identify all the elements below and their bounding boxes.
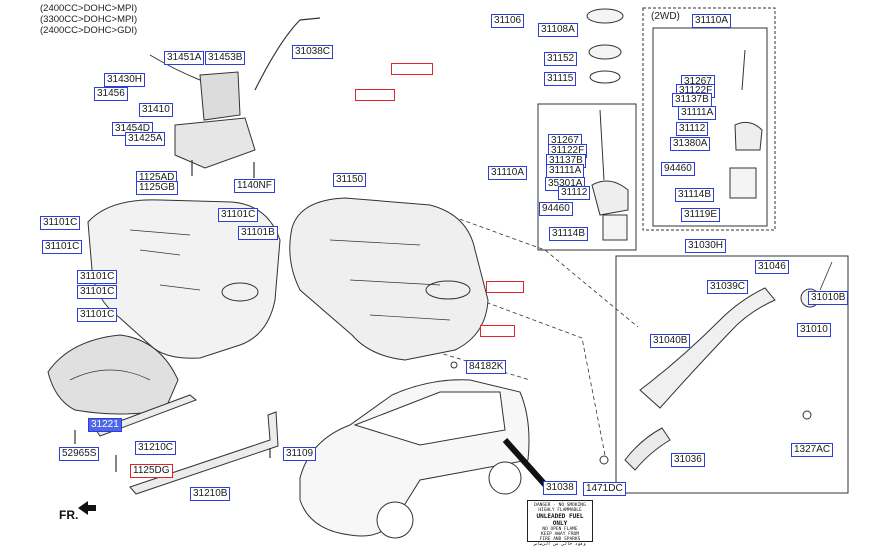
part-label-1471DC[interactable]: 1471DC <box>583 482 626 496</box>
warning-line: FIRE AND SPARKS <box>539 537 581 542</box>
fuel-warning-label: DANGER - NO SMOKING HIGHLY FLAMMABLE UNL… <box>527 500 593 547</box>
part-label-31456[interactable]: 31456 <box>94 87 128 101</box>
canister-shape <box>174 117 256 169</box>
part-label-31152[interactable]: 31152 <box>544 52 578 66</box>
part-label-31101C[interactable]: 31101C <box>77 308 118 322</box>
part-label-31101C[interactable]: 31101C <box>218 208 259 222</box>
part-label-31137B-2wd[interactable]: 31137B <box>672 93 712 107</box>
part-label-1140NF[interactable]: 1140NF <box>234 179 275 193</box>
part-label-31101C[interactable]: 31101C <box>77 285 118 299</box>
main-fuel-tank-shape <box>289 197 489 361</box>
part-label-31210C[interactable]: 31210C <box>135 441 177 455</box>
part-label-94460-2wd[interactable]: 94460 <box>661 162 695 176</box>
part-label-31101C[interactable]: 31101C <box>40 216 81 230</box>
fr-arrow <box>78 501 96 515</box>
part-label-1327AC[interactable]: 1327AC <box>791 443 834 457</box>
engine-line-1: (2400CC>DOHC>MPI) <box>40 3 138 14</box>
unlabeled-callout-box[interactable] <box>486 281 524 293</box>
canister-body <box>199 71 241 121</box>
part-label-31010B[interactable]: 31010B <box>808 291 849 305</box>
warning-line: KEEP AWAY FROM <box>541 532 579 537</box>
part-label-31010[interactable]: 31010 <box>797 323 831 337</box>
part-label-31425A[interactable]: 31425A <box>125 132 166 146</box>
part-label-31110A-2wd[interactable]: 31110A <box>692 14 731 28</box>
part-label-31109[interactable]: 31109 <box>283 447 317 461</box>
part-label-31110A[interactable]: 31110A <box>488 166 527 180</box>
part-label-31108A[interactable]: 31108A <box>538 23 578 37</box>
warning-line: HIGHLY FLAMMABLE <box>538 508 582 513</box>
strap-31210B <box>129 411 279 495</box>
warning-line: وقود خالي من الرصاص <box>534 542 586 547</box>
part-label-31114B[interactable]: 31114B <box>549 227 588 241</box>
part-label-1125DG[interactable]: 1125DG <box>130 464 173 478</box>
part-label-31112[interactable]: 31112 <box>558 186 591 200</box>
part-label-31410[interactable]: 31410 <box>139 103 173 117</box>
warning-line: DANGER - NO SMOKING <box>534 503 586 508</box>
part-label-31106[interactable]: 31106 <box>491 14 525 28</box>
part-label-31111A-2wd[interactable]: 31111A <box>678 106 717 120</box>
2wd-dashed-box <box>642 7 776 231</box>
unlabeled-callout-box[interactable] <box>480 325 515 337</box>
warning-line: UNLEADED FUEL ONLY <box>536 513 584 527</box>
front-direction-label: FR. <box>59 508 79 522</box>
part-label-31111A[interactable]: 31111A <box>546 164 585 178</box>
part-label-31039C[interactable]: 31039C <box>707 280 749 294</box>
part-label-31038C[interactable]: 31038C <box>292 45 334 59</box>
part-label-1125GB[interactable]: 1125GB <box>136 181 178 195</box>
part-label-31036[interactable]: 31036 <box>671 453 705 467</box>
part-label-84182K[interactable]: 84182K <box>466 360 507 374</box>
part-label-94460[interactable]: 94460 <box>539 202 573 216</box>
part-label-31453B[interactable]: 31453B <box>205 51 246 65</box>
variant-label: (2WD) <box>651 11 680 22</box>
part-label-31221[interactable]: 31221 <box>88 418 122 432</box>
unlabeled-callout-box[interactable] <box>391 63 433 75</box>
part-label-31114B-2wd[interactable]: 31114B <box>675 188 714 202</box>
part-label-31112-2wd[interactable]: 31112 <box>676 122 709 136</box>
part-label-52965S[interactable]: 52965S <box>59 447 100 461</box>
part-label-31119E[interactable]: 31119E <box>681 208 720 222</box>
part-label-31380A[interactable]: 31380A <box>670 137 711 151</box>
part-label-31046[interactable]: 31046 <box>755 260 789 274</box>
heat-shield-shape <box>47 334 179 415</box>
part-label-31101C[interactable]: 31101C <box>77 270 118 284</box>
part-label-31451A[interactable]: 31451A <box>164 51 205 65</box>
part-label-31030H[interactable]: 31030H <box>685 239 727 253</box>
part-label-31430H[interactable]: 31430H <box>104 73 146 87</box>
part-label-31101C[interactable]: 31101C <box>42 240 83 254</box>
unlabeled-callout-box[interactable] <box>355 89 395 101</box>
filler-neck-shape <box>639 287 776 409</box>
warning-line: NO OPEN FLAME <box>542 527 578 532</box>
part-label-31150[interactable]: 31150 <box>333 173 367 187</box>
part-label-31115[interactable]: 31115 <box>544 72 577 86</box>
part-label-31038[interactable]: 31038 <box>543 481 577 495</box>
part-label-31101B[interactable]: 31101B <box>238 226 278 240</box>
part-label-31040B[interactable]: 31040B <box>650 334 691 348</box>
engine-line-3: (2400CC>DOHC>GDI) <box>40 25 138 36</box>
engine-line-2: (3300CC>DOHC>MPI) <box>40 14 138 25</box>
part-label-31210B[interactable]: 31210B <box>190 487 231 501</box>
